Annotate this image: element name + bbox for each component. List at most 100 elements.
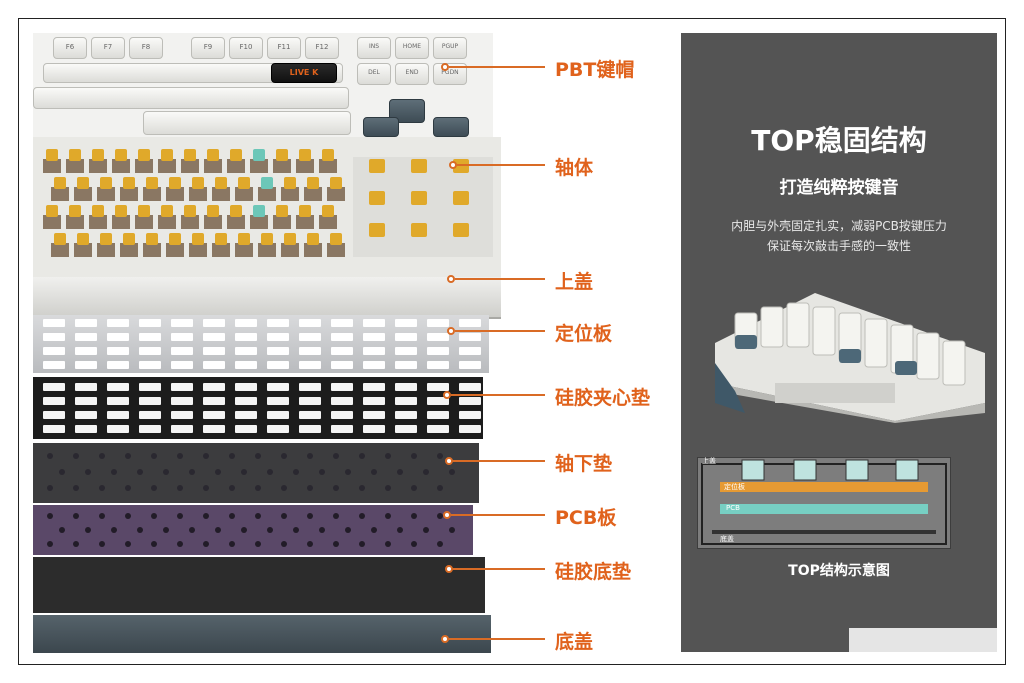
plate-layer — [33, 315, 489, 373]
pcb-hole — [255, 513, 261, 519]
switch-housing — [319, 215, 337, 229]
foam-hole — [137, 469, 143, 475]
keycap — [363, 117, 399, 137]
switch-stem — [46, 205, 58, 217]
switch-housing — [250, 159, 268, 173]
bottom-pad-layer — [33, 557, 485, 613]
callout-pin — [443, 511, 451, 519]
foam-hole — [215, 469, 221, 475]
switch-housing — [189, 243, 207, 257]
callout-line — [451, 514, 545, 516]
switch-housing — [327, 243, 345, 257]
callout-line — [449, 66, 545, 68]
cutout — [235, 383, 257, 391]
cutout — [171, 383, 193, 391]
gasket-layer — [33, 377, 483, 439]
cutout — [427, 347, 449, 355]
switch-housing — [166, 243, 184, 257]
keycap-row — [33, 87, 349, 109]
cutout — [75, 361, 97, 369]
switch-stem — [161, 205, 173, 217]
switch-housing — [135, 215, 153, 229]
foam-hole — [203, 453, 209, 459]
switch-housing — [250, 215, 268, 229]
pcb-hole — [229, 541, 235, 547]
foam-hole — [319, 469, 325, 475]
foam-hole — [177, 453, 183, 459]
pcb-hole — [255, 541, 261, 547]
cutout — [139, 383, 161, 391]
cutout — [75, 425, 97, 433]
cutout — [203, 383, 225, 391]
foam-hole — [293, 469, 299, 475]
switch-stem — [307, 233, 319, 245]
foam-hole — [345, 469, 351, 475]
diagram-label-top: 上盖 — [702, 457, 716, 465]
pcb-hole — [203, 513, 209, 519]
switch-stem — [261, 233, 273, 245]
switch-stem — [184, 149, 196, 161]
layer-label: 硅胶夹心垫 — [555, 387, 651, 409]
cutout — [139, 319, 161, 327]
foam-hole — [437, 453, 443, 459]
cutout — [43, 425, 65, 433]
pcb-hole — [281, 513, 287, 519]
switch-stem — [322, 149, 334, 161]
pcb-hole — [411, 513, 417, 519]
cutout — [459, 333, 481, 341]
switch-stem — [261, 177, 273, 189]
cutout — [171, 425, 193, 433]
switch-stem — [69, 205, 81, 217]
cutout — [267, 333, 289, 341]
layer-label: PCB板 — [555, 507, 617, 529]
cutout — [267, 361, 289, 369]
callout-line — [449, 638, 545, 640]
cutout — [395, 319, 417, 327]
callout-line — [457, 164, 545, 166]
foam-hole — [307, 485, 313, 491]
pcb-hole — [99, 513, 105, 519]
pcb-hole — [177, 541, 183, 547]
switch-housing — [43, 159, 61, 173]
callout-pin — [447, 275, 455, 283]
cutout — [363, 361, 385, 369]
switch-stem — [100, 233, 112, 245]
callout-pin — [447, 327, 455, 335]
switch-housing — [235, 187, 253, 201]
cutout — [299, 333, 321, 341]
diagram-label-pcb: PCB — [726, 504, 740, 512]
cutout — [299, 319, 321, 327]
pcb-hole — [333, 541, 339, 547]
switch-stem — [146, 233, 158, 245]
switch-housing — [89, 215, 107, 229]
cutout — [171, 411, 193, 419]
layer-label: 轴下垫 — [555, 453, 613, 475]
foam-hole — [359, 453, 365, 459]
foam-hole — [85, 469, 91, 475]
cutout — [171, 333, 193, 341]
switch-housing — [181, 215, 199, 229]
cutout — [235, 425, 257, 433]
cutout — [363, 397, 385, 405]
foam-hole — [423, 469, 429, 475]
cutout — [235, 397, 257, 405]
switch-housing — [281, 243, 299, 257]
cutout — [43, 383, 65, 391]
foam-hole — [73, 485, 79, 491]
switch-housing — [296, 159, 314, 173]
pcb-hole — [307, 541, 313, 547]
cutout — [107, 397, 129, 405]
pcb-hole — [385, 541, 391, 547]
switch-stem — [115, 149, 127, 161]
pcb-hole — [125, 541, 131, 547]
pcb-hole — [307, 513, 313, 519]
switch-stem — [299, 149, 311, 161]
callout-pin — [445, 457, 453, 465]
cutout — [43, 397, 65, 405]
switch-housing — [166, 187, 184, 201]
cutout — [203, 411, 225, 419]
pcb-hole — [281, 541, 287, 547]
cutout — [363, 333, 385, 341]
foam-hole — [111, 469, 117, 475]
switch-stem — [322, 205, 334, 217]
